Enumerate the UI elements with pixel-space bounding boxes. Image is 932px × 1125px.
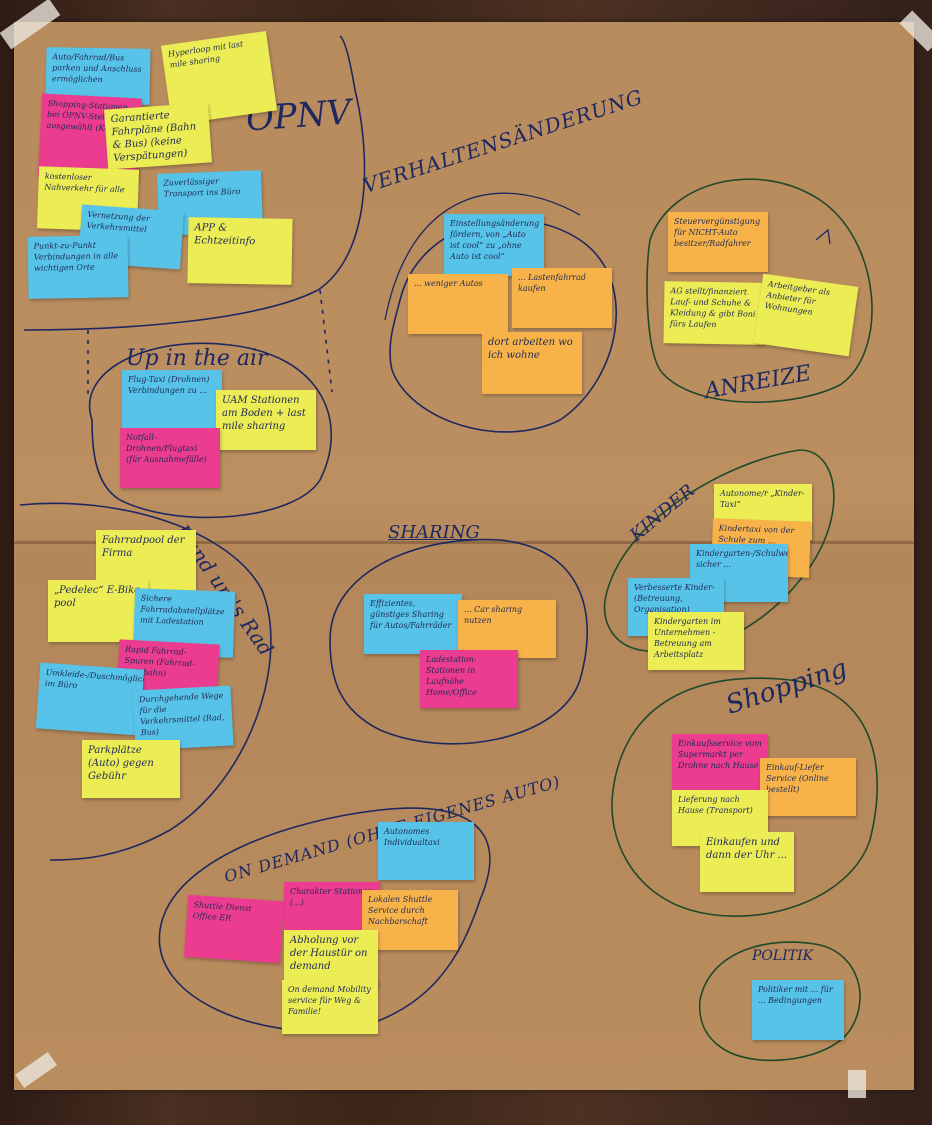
sticky-note: Abholung vor der Haustür on demand <box>284 930 378 986</box>
sticky-note: Effizientes, günstiges Sharing für Autos… <box>364 594 462 654</box>
sticky-note: Garantierte Fahrpläne (Bahn & Bus) (kein… <box>104 102 212 170</box>
sticky-note: Parkplätze (Auto) gegen Gebühr <box>82 740 180 798</box>
tape-bottom-right <box>848 1070 866 1098</box>
sticky-note: On demand Mobility service für Weg & Fam… <box>282 980 378 1034</box>
sticky-note: dort arbeiten wo ich wohne <box>482 332 582 394</box>
sticky-note: Lieferung nach Hause (Transport) <box>672 790 768 846</box>
sticky-note: Einstellungsänderung fördern, von „Auto … <box>444 214 544 276</box>
sticky-note: Umkleide-/Duschmöglichkeiten im Büro <box>35 662 145 736</box>
sticky-note: Autonomes Individualtaxi <box>378 822 474 880</box>
sticky-note: ... Lastenfahrrad kaufen <box>512 268 612 328</box>
sticky-note: Flug-Taxi (Drohnen) Verbindungen zu ... <box>122 370 222 432</box>
sticky-note: Ladestation-Stationen in Laufnähe Home/O… <box>420 650 518 708</box>
sticky-note: UAM Stationen am Boden + last mile shari… <box>216 390 316 450</box>
sticky-note: ... weniger Autos <box>408 274 508 334</box>
sticky-note: „Pedelec“ E-Bike pool <box>48 580 148 642</box>
sticky-note: Steuervergünstigung für NICHT-Auto besit… <box>668 212 768 272</box>
sticky-note: APP & Echtzeitinfo <box>187 217 293 285</box>
label-politik: POLITIK <box>752 948 814 964</box>
sticky-note: AG stellt/finanziert Lauf- und Schuhe & … <box>663 281 765 345</box>
sticky-note: Einkaufen und dann der Uhr ... <box>700 832 794 892</box>
sticky-note: Punkt-zu-Punkt Verbindungen in alle wich… <box>27 235 129 299</box>
label-sharing: SHARING <box>388 522 480 543</box>
sticky-note: Arbeitgeber als Anbieter für Wohnungen <box>753 273 859 357</box>
sticky-note: Einkaufsservice vom Supermarkt per Drohn… <box>672 734 768 792</box>
sticky-note: Shuttle Dienst Office ER <box>183 894 285 964</box>
sticky-note: Einkauf-Liefer Service (Online bestellt) <box>760 758 856 816</box>
sticky-note: Kindergarten im Unternehmen - Betreuung … <box>648 612 744 670</box>
label-up-in-the-air: Up in the air <box>126 346 268 371</box>
sticky-note: ... Car sharing nutzen <box>458 600 556 658</box>
sticky-note: Notfall-Drohnen/Flugtaxi (für Ausnahmefä… <box>120 428 220 488</box>
sticky-note: Politiker mit ... für ... Bedingungen <box>752 980 844 1040</box>
sticky-note: Lokalen Shuttle Service durch Nachbarsch… <box>362 890 458 950</box>
paper-fold-line <box>14 541 914 544</box>
